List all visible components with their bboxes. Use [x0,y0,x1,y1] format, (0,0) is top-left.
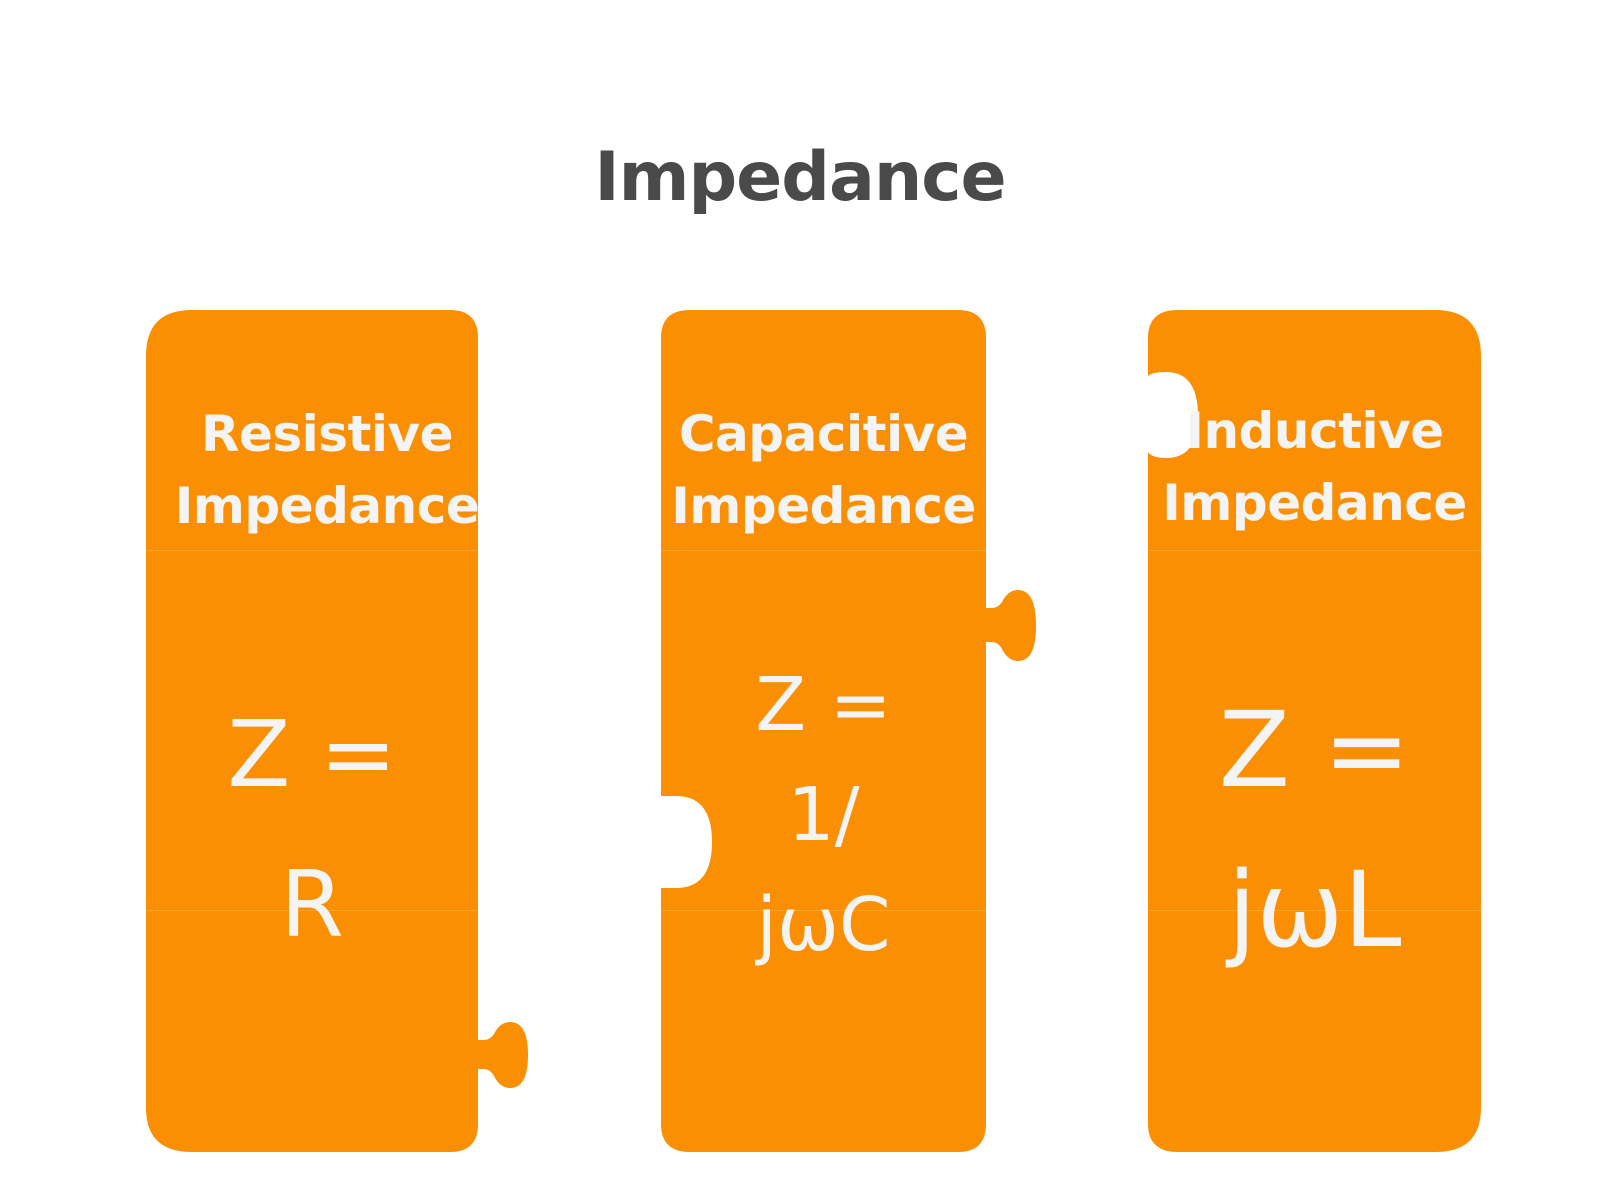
seam-line [661,550,986,551]
formula-line: jωL [1227,849,1402,971]
puzzle-piece-capacitive [661,310,1036,1152]
piece-label-capacitive: Capacitive Impedance [661,398,986,542]
formula-line: Z = [227,701,397,808]
seam-line [1148,910,1481,911]
puzzle-piece-resistive [146,310,528,1152]
label-line: Impedance [174,477,480,535]
formula-inductive: Z = jωL [1148,670,1481,990]
seam-line [1148,550,1481,551]
label-line: Resistive [200,405,454,463]
label-line: Impedance [671,477,976,535]
formula-line: jωC [756,882,891,968]
seam-line [146,910,478,911]
label-line: Impedance [1162,474,1467,532]
formula-line: Z = [1218,689,1411,811]
seam-line [146,550,478,551]
formula-line: Z = [755,662,892,748]
piece-label-resistive: Resistive Impedance [146,398,508,542]
formula-resistive: Z = R [146,680,478,980]
formula-line: 1/ [787,772,860,858]
seam-line [661,910,986,911]
formula-capacitive: Z = 1/ jωC [661,650,986,980]
piece-label-inductive: Inductive Impedance [1148,395,1481,539]
formula-line: R [280,851,344,958]
puzzle-piece-inductive [1148,310,1481,1152]
label-line: Inductive [1185,402,1444,460]
label-line: Capacitive [678,405,969,463]
diagram-title: Impedance [594,138,1006,217]
